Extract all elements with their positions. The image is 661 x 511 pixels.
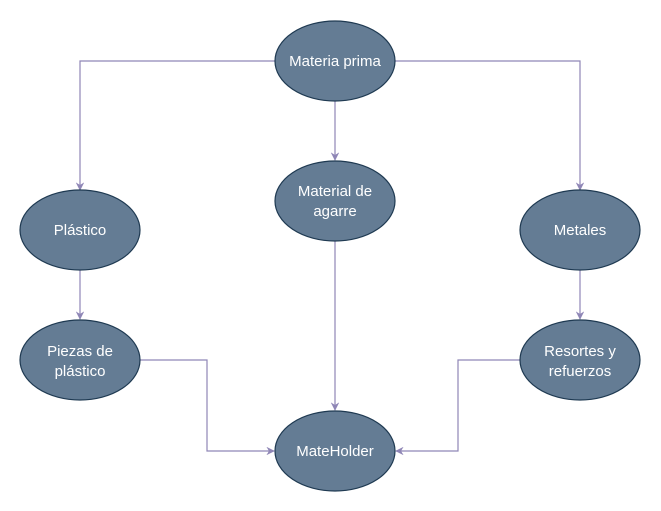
edge-piezas-to-mateholder [140,359,275,456]
node-plastico: Plástico [19,189,141,271]
node-label-line2: agarre [313,203,356,220]
node-materia-prima: Materia prima [274,20,396,102]
node-label-line1: Material de [298,183,372,200]
node-mateholder: MateHolder [274,410,396,492]
node-label: MateHolder [296,443,374,460]
edge-materia-prima-to-metales [395,60,585,191]
node-label-line2: plástico [55,363,106,380]
node-resortes-y-refuerzos: Resortes y refuerzos [519,319,641,401]
node-piezas-de-plastico: Piezas de plástico [19,319,141,401]
node-metales: Metales [519,189,641,271]
node-label-line2: refuerzos [549,363,612,380]
edge-materia-prima-to-plastico [75,60,275,191]
node-label: Metales [554,222,607,239]
edges [75,60,585,456]
node-material-de-agarre: Material de agarre [274,160,396,242]
node-label: Materia prima [289,53,381,70]
node-label: Plástico [54,222,107,239]
node-label-line1: Piezas de [47,343,113,360]
node-label-line1: Resortes y [544,343,616,360]
edge-resortes-to-mateholder [395,359,520,456]
